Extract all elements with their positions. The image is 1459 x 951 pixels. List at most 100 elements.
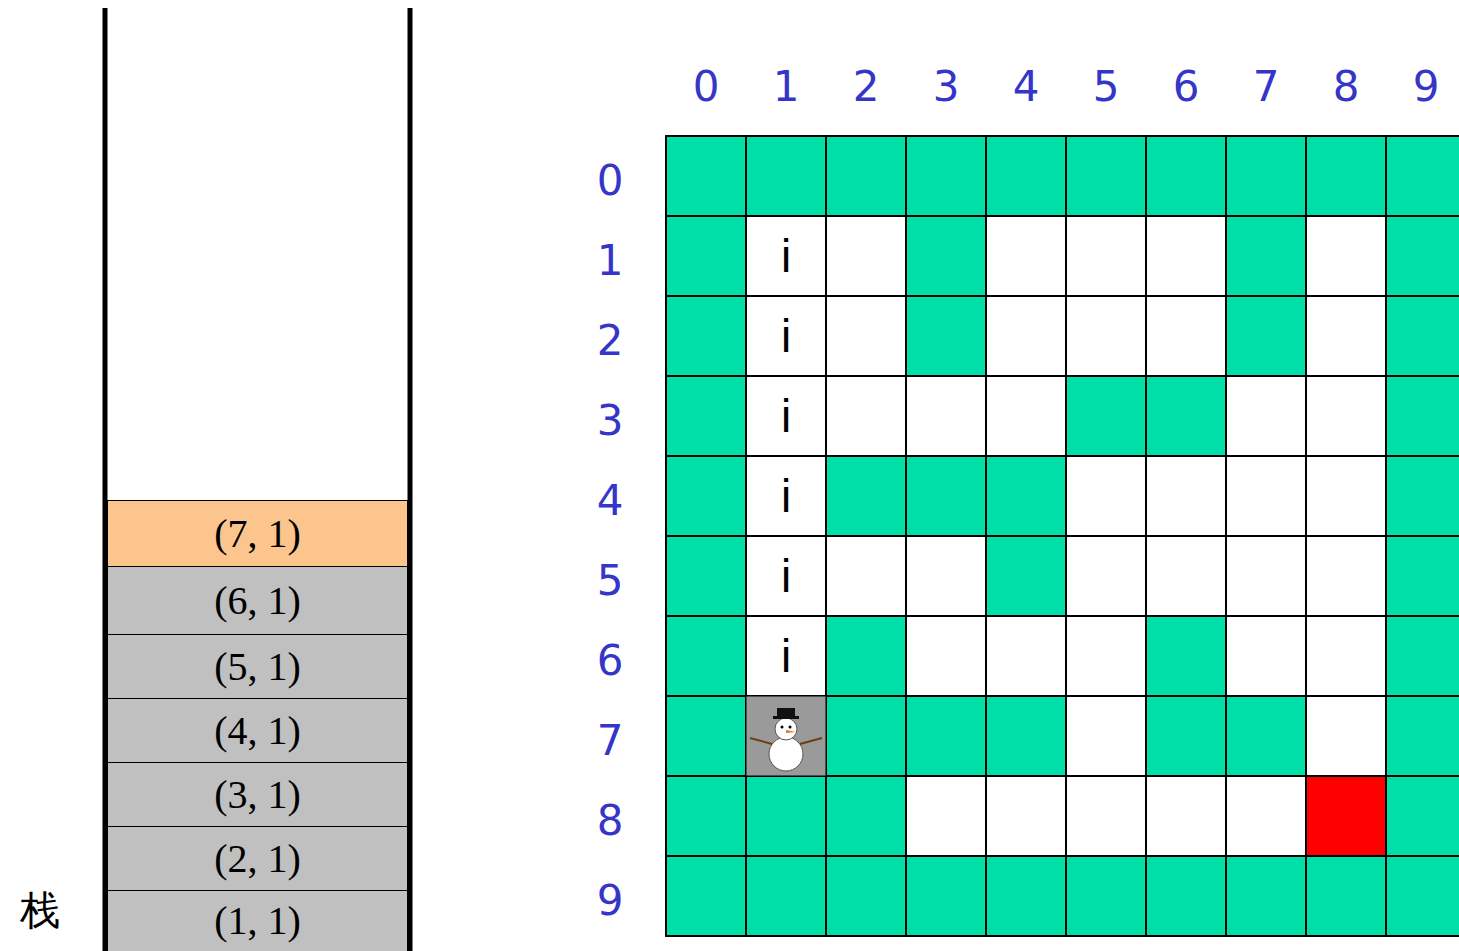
wall-cell	[666, 296, 746, 376]
wall-cell	[1386, 856, 1459, 936]
wall-cell	[666, 536, 746, 616]
coordinate-text: (4, 1)	[214, 711, 301, 751]
open-cell	[906, 616, 986, 696]
stack-entry: (6, 1)	[107, 566, 408, 635]
open-cell	[986, 216, 1066, 296]
visited-mark: i	[781, 629, 791, 683]
wall-cell	[906, 456, 986, 536]
wall-cell	[1226, 696, 1306, 776]
open-cell	[746, 216, 826, 296]
wall-cell	[1386, 376, 1459, 456]
open-cell	[1066, 696, 1146, 776]
wall-cell	[746, 776, 826, 856]
wall-cell	[1146, 696, 1226, 776]
maze-grid	[666, 136, 1459, 936]
wall-cell	[1066, 376, 1146, 456]
open-cell	[906, 776, 986, 856]
visited-mark: i	[781, 229, 791, 283]
open-cell	[1146, 536, 1226, 616]
open-cell	[746, 616, 826, 696]
wall-cell	[826, 776, 906, 856]
row-index: 6	[597, 636, 624, 685]
row-index: 0	[597, 156, 624, 205]
wall-cell	[826, 456, 906, 536]
wall-cell	[986, 856, 1066, 936]
open-cell	[1306, 216, 1386, 296]
row-index: 5	[597, 556, 624, 605]
wall-cell	[666, 216, 746, 296]
column-index: 6	[1173, 62, 1200, 111]
coordinate-text: (1, 1)	[214, 901, 301, 941]
row-index: 8	[597, 796, 624, 845]
coordinate-text: (7, 1)	[214, 514, 301, 554]
wall-cell	[826, 616, 906, 696]
row-index: 7	[597, 716, 624, 765]
row-index: 5	[597, 556, 624, 605]
row-index: 4	[597, 476, 624, 525]
visited-mark: i	[781, 470, 791, 522]
column-index: 1	[773, 62, 800, 111]
column-index: 9	[1413, 62, 1440, 111]
wall-cell	[666, 856, 746, 936]
open-cell	[1226, 776, 1306, 856]
open-cell	[986, 376, 1066, 456]
wall-cell	[1386, 616, 1459, 696]
open-cell	[746, 456, 826, 536]
wall-cell	[666, 696, 746, 776]
wall-cell	[746, 856, 826, 936]
open-cell	[1306, 376, 1386, 456]
open-cell	[1226, 456, 1306, 536]
open-cell	[1066, 776, 1146, 856]
open-cell	[1146, 776, 1226, 856]
wall-cell	[986, 536, 1066, 616]
open-cell	[1066, 456, 1146, 536]
open-cell	[1226, 616, 1306, 696]
open-cell	[1306, 616, 1386, 696]
wall-cell	[1226, 296, 1306, 376]
wall-cell	[986, 696, 1066, 776]
open-cell	[1306, 536, 1386, 616]
open-cell	[746, 296, 826, 376]
column-index: 4	[1013, 62, 1040, 111]
wall-cell	[1066, 856, 1146, 936]
open-cell	[826, 376, 906, 456]
visited-mark: i	[781, 309, 791, 363]
wall-cell	[1386, 536, 1459, 616]
wall-cell	[1386, 136, 1459, 216]
visited-mark: i	[781, 310, 791, 362]
row-index: 6	[597, 636, 624, 685]
visited-mark: i	[781, 630, 791, 682]
wall-cell	[666, 376, 746, 456]
visited-mark: i	[781, 469, 791, 523]
wall-cell	[826, 136, 906, 216]
wall-cell	[906, 216, 986, 296]
wall-cell	[1226, 216, 1306, 296]
coordinate-text: (3, 1)	[214, 775, 301, 815]
stack-wall	[408, 8, 413, 951]
stack-entry: (1, 1)	[107, 890, 408, 951]
open-cell	[986, 296, 1066, 376]
wall-cell	[1386, 696, 1459, 776]
column-index: 3	[933, 62, 960, 111]
column-index: 0	[693, 62, 720, 111]
exit-cell	[1306, 776, 1386, 856]
wall-cell	[1146, 856, 1226, 936]
row-index: 3	[597, 396, 624, 445]
wall-cell	[986, 456, 1066, 536]
open-cell	[826, 296, 906, 376]
column-index: 7	[1253, 62, 1280, 111]
row-index: 4	[597, 476, 624, 525]
column-index: 4	[1013, 62, 1040, 111]
visited-mark: i	[781, 230, 791, 282]
open-cell	[1226, 376, 1306, 456]
row-index: 1	[597, 236, 624, 285]
row-index: 2	[597, 316, 624, 365]
open-cell	[1146, 296, 1226, 376]
stack-entry: (2, 1)	[107, 826, 408, 891]
row-index: 9	[597, 876, 624, 925]
wall-cell	[1146, 376, 1226, 456]
row-index: 0	[597, 156, 624, 205]
column-index: 5	[1093, 62, 1120, 111]
wall-cell	[826, 696, 906, 776]
open-cell	[986, 616, 1066, 696]
